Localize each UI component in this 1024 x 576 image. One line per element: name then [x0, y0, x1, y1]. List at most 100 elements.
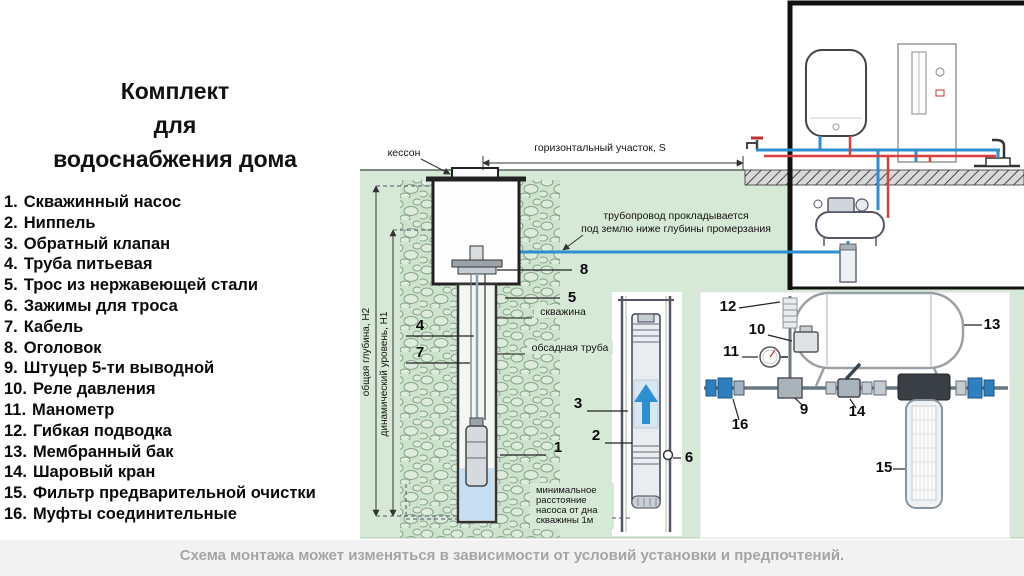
parts-list-item: 1.Скважинный насос [4, 193, 181, 211]
svg-text:9: 9 [800, 401, 808, 418]
parts-list-item: 2.Ниппель [4, 213, 96, 232]
parts-list-item: 8.Оголовок [4, 338, 102, 357]
parts-list-item: 14.Шаровый кран [4, 463, 156, 482]
svg-text:1: 1 [554, 439, 562, 456]
well-shaft [456, 274, 498, 524]
check-valve-section [632, 323, 660, 343]
pressure-switch [793, 325, 819, 353]
pump-station [813, 197, 885, 246]
casing-label: обсадная труба [532, 342, 609, 354]
parts-list-item: 11.Манометр [4, 400, 115, 419]
flexible-hose [782, 297, 798, 329]
callout-14: 14 [849, 398, 866, 420]
svg-text:11: 11 [723, 343, 739, 360]
borehole-label: скважина [540, 306, 586, 318]
callout-9: 9 [794, 397, 808, 418]
outdoor-tap [746, 136, 763, 150]
parts-list-item: 10.Реле давления [4, 380, 156, 399]
svg-text:под землю ниже глубины промерз: под землю ниже глубины промерзания [581, 223, 771, 235]
svg-text:скважины 1м: скважины 1м [536, 515, 593, 526]
water-heater [805, 49, 867, 137]
svg-text:16: 16 [732, 416, 749, 433]
coupling-left [705, 377, 745, 399]
union-nut [873, 380, 887, 396]
parts-list-item: 6.Зажимы для троса [4, 296, 178, 315]
svg-text:4: 4 [416, 317, 425, 334]
svg-text:минимальное: минимальное [536, 485, 597, 496]
callout-16-left: 16 [732, 398, 749, 433]
svg-text:13: 13 [984, 316, 1001, 333]
title-line: водоснабжения дома [53, 146, 297, 172]
callout-2: 2 [592, 427, 632, 444]
house-outline [787, 0, 1024, 290]
callout-4: 4 [406, 317, 474, 337]
depth-dimensions: общая глубина, Н2 динамический уровень, … [360, 185, 459, 520]
callout-10: 10 [749, 321, 793, 342]
submersible-pump [465, 417, 488, 487]
kesson-label: кессон [388, 147, 421, 159]
page-title: Комплект для водоснабжения дома [10, 74, 340, 176]
callout-5: 5 [505, 289, 576, 306]
dynamic-level-label: динамический уровень, Н1 [379, 311, 390, 436]
callout-12: 12 [720, 298, 781, 315]
svg-text:6: 6 [685, 449, 693, 466]
wellhead [451, 245, 503, 275]
svg-text:15: 15 [876, 459, 893, 476]
parts-list-item: 7.Кабель [4, 317, 84, 336]
membrane-tank [793, 291, 965, 387]
parts-list-item: 16.Муфты соединительные [4, 504, 237, 523]
parts-list-item: 3.Обратный клапан [4, 234, 171, 253]
horizontal-run-dimension [482, 156, 744, 170]
callout-13: 13 [964, 316, 1000, 333]
svg-text:расстояние: расстояние [536, 495, 587, 506]
callout-7: 7 [406, 344, 470, 364]
parts-list-item: 9.Штуцер 5-ти выводной [4, 359, 215, 378]
svg-text:5: 5 [568, 289, 576, 306]
parts-list: 1.Скважинный насос 2.Ниппель 3.Обратный … [4, 192, 358, 525]
coupling-right [955, 377, 995, 399]
svg-text:8: 8 [580, 261, 588, 278]
footer-note: Схема монтажа может изменяться в зависим… [179, 547, 845, 564]
ball-valve [825, 363, 873, 398]
title-line: для [153, 112, 197, 138]
basement-filter [839, 243, 857, 283]
parts-list-item: 5.Трос из нержавеющей стали [4, 276, 259, 295]
svg-text:3: 3 [574, 395, 582, 412]
parts-list-item: 4.Труба питьевая [4, 255, 153, 274]
flow-up-arrow-icon [634, 384, 658, 424]
parts-list-item: 15.Фильтр предварительной очистки [4, 484, 316, 503]
pipeline-depth-note: трубопровод прокладывается под землю ниж… [562, 210, 771, 251]
callout-15: 15 [876, 459, 905, 476]
footer-band [0, 540, 1024, 576]
total-depth-label: общая глубина, Н2 [360, 307, 372, 396]
parts-list-item: 12.Гибкая подводка [4, 421, 172, 440]
parts-list-item: 13.Мембранный бак [4, 442, 174, 461]
pre-filter [897, 373, 951, 509]
callout-3: 3 [574, 395, 628, 412]
svg-text:насоса от дна: насоса от дна [536, 505, 598, 516]
callout-8: 8 [497, 261, 588, 278]
gas-column [897, 43, 957, 163]
callout-6: 6 [673, 449, 693, 466]
min-distance-note: минимальное расстояние насоса от дна скв… [530, 483, 633, 529]
five-way-fitting [777, 377, 803, 399]
svg-text:7: 7 [416, 344, 424, 361]
ground-surface-strip [744, 169, 1024, 186]
svg-text:2: 2 [592, 427, 600, 444]
callout-1: 1 [500, 439, 562, 456]
surface-equipment-panel [699, 291, 1011, 539]
horizontal-run-label: горизонтальный участок, S [534, 142, 666, 154]
hot-water-pipes [764, 136, 996, 218]
callout-11: 11 [723, 343, 758, 360]
pump-detail-view [612, 292, 682, 536]
svg-text:12: 12 [720, 298, 737, 315]
title-line: Комплект [120, 78, 230, 104]
svg-text:трубопровод прокладывается: трубопровод прокладывается [603, 210, 748, 222]
cable-clamp [662, 449, 674, 461]
manometer [759, 346, 788, 368]
svg-text:10: 10 [749, 321, 766, 338]
coupling-section [632, 445, 660, 465]
pump-intake [631, 495, 661, 509]
caisson [426, 167, 526, 286]
